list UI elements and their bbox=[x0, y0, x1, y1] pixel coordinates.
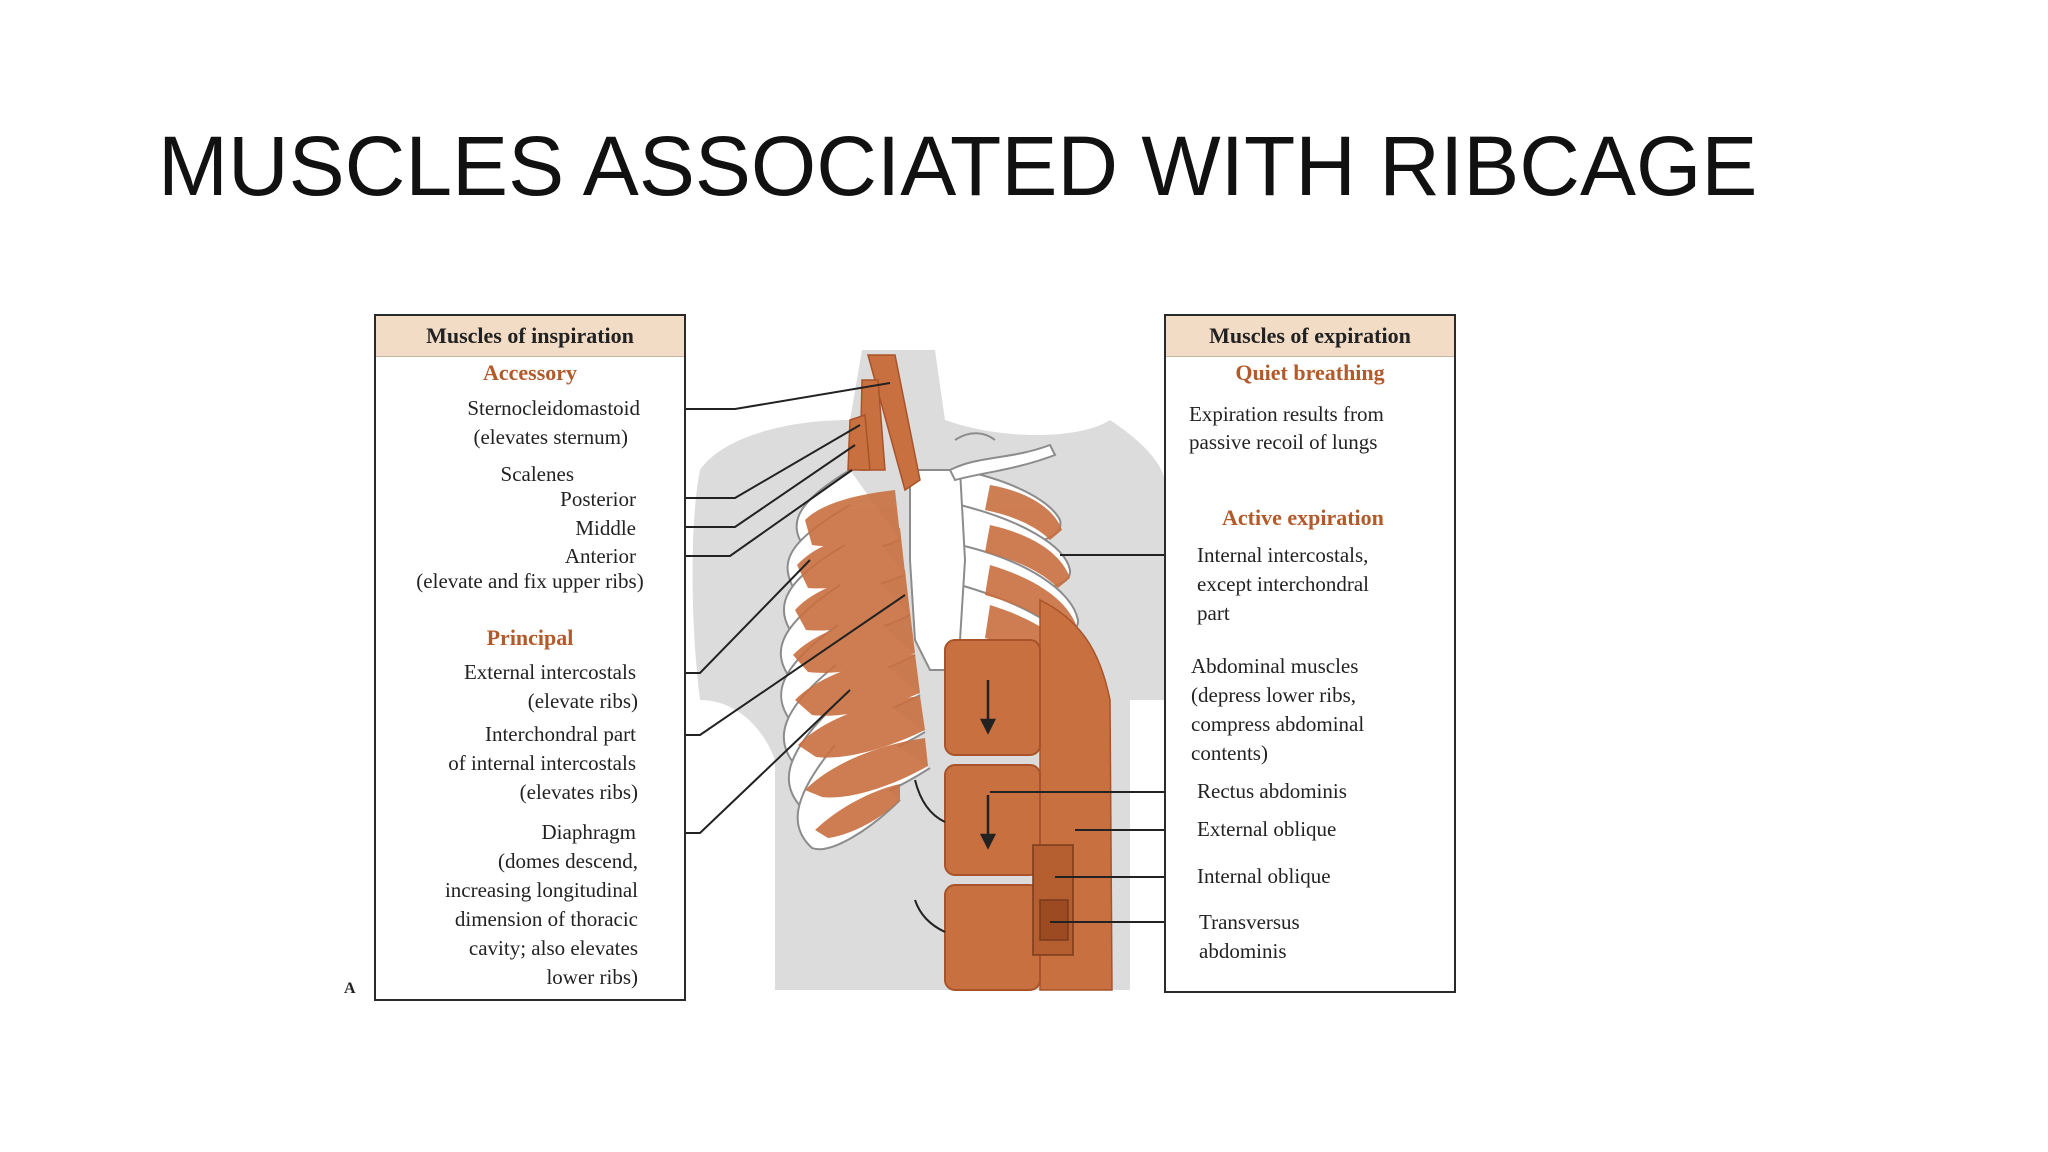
note-scalenes: (elevate and fix upper ribs) bbox=[416, 569, 644, 593]
active-expiration-heading: Active expiration bbox=[1222, 505, 1384, 530]
label-anterior-scalene: Anterior bbox=[564, 544, 636, 568]
quiet-text-2: passive recoil of lungs bbox=[1189, 430, 1378, 454]
note-diaphragm-1: (domes descend, bbox=[498, 849, 638, 873]
label-middle-scalene: Middle bbox=[575, 516, 636, 540]
slide-title: MUSCLES ASSOCIATED WITH RIBCAGE bbox=[158, 119, 1758, 213]
note-diaphragm-4: cavity; also elevates bbox=[468, 936, 638, 960]
note-abdominal-2: compress abdominal bbox=[1191, 712, 1365, 736]
expiration-box: Muscles of expiration bbox=[1164, 314, 1456, 993]
flank-arrows bbox=[914, 779, 946, 933]
left-intercostals bbox=[793, 490, 928, 838]
label-external-oblique: External oblique bbox=[1197, 817, 1337, 841]
label-interchondral-2: of internal intercostals bbox=[448, 751, 636, 775]
panel-letter: A bbox=[344, 980, 356, 997]
label-scalenes: Scalenes bbox=[500, 462, 574, 486]
label-posterior-scalene: Posterior bbox=[560, 487, 636, 511]
label-internal-intercostals-2: except interchondral bbox=[1197, 572, 1369, 596]
label-interchondral: Interchondral part bbox=[484, 722, 636, 746]
label-external-intercostals: External intercostals bbox=[463, 660, 636, 684]
label-internal-intercostals: Internal intercostals, bbox=[1197, 543, 1369, 567]
clavicle bbox=[948, 443, 1057, 482]
label-internal-oblique: Internal oblique bbox=[1197, 864, 1331, 888]
label-rectus-abdominis: Rectus abdominis bbox=[1197, 779, 1347, 803]
label-internal-intercostals-3: part bbox=[1197, 601, 1230, 625]
action-arrows bbox=[979, 680, 997, 850]
label-abdominal-muscles: Abdominal muscles bbox=[1191, 654, 1359, 678]
transversus-window bbox=[1039, 899, 1069, 941]
quiet-text-1: Expiration results from bbox=[1189, 402, 1384, 426]
inspiration-header: Muscles of inspiration bbox=[376, 316, 684, 357]
principal-heading: Principal bbox=[486, 625, 574, 650]
note-diaphragm-5: lower ribs) bbox=[546, 965, 638, 989]
label-transversus: Transversus bbox=[1199, 910, 1300, 934]
expiration-header: Muscles of expiration bbox=[1166, 316, 1454, 357]
note-diaphragm-2: increasing longitudinal bbox=[444, 878, 638, 902]
note-interchondral: (elevates ribs) bbox=[519, 780, 638, 804]
note-abdominal-1: (depress lower ribs, bbox=[1191, 683, 1357, 707]
label-transversus-2: abdominis bbox=[1199, 939, 1287, 963]
label-diaphragm: Diaphragm bbox=[541, 820, 636, 844]
note-diaphragm-3: dimension of thoracic bbox=[454, 907, 638, 931]
note-sternocleidomastoid: (elevates sternum) bbox=[473, 425, 628, 449]
accessory-heading: Accessory bbox=[482, 360, 578, 385]
rectus-abdominis bbox=[944, 639, 1041, 991]
label-sternocleidomastoid: Sternocleidomastoid bbox=[467, 396, 640, 420]
note-abdominal-3: contents) bbox=[1191, 741, 1268, 765]
quiet-breathing-heading: Quiet breathing bbox=[1235, 360, 1385, 385]
note-external-intercostals: (elevate ribs) bbox=[527, 689, 638, 713]
inspiration-box: Muscles of inspiration bbox=[374, 314, 686, 1001]
